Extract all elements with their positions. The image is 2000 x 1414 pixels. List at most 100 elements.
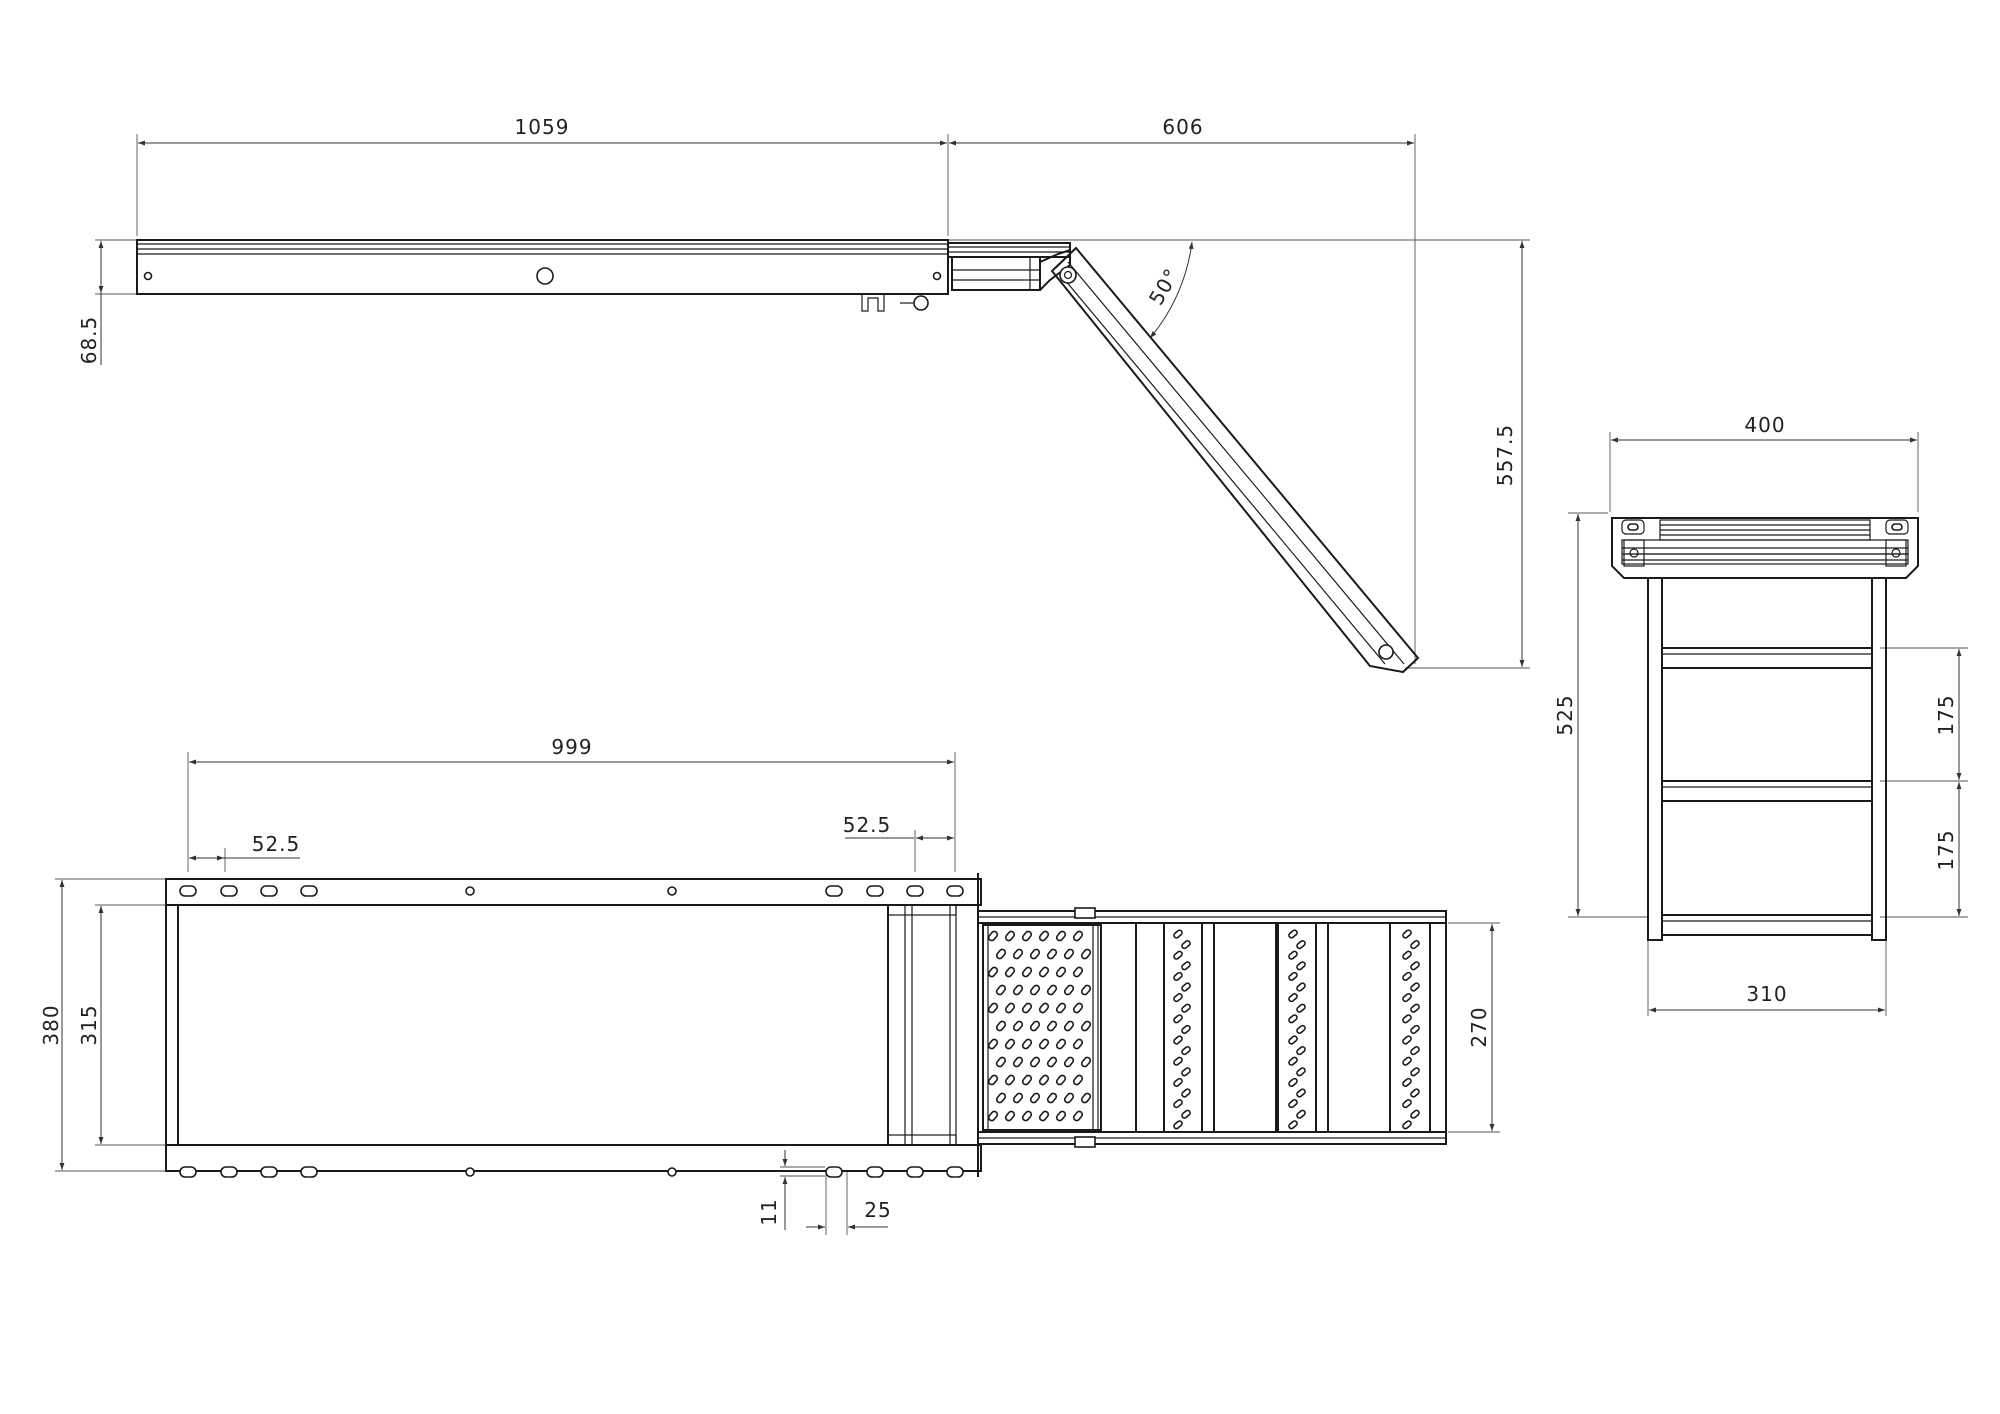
dimension-label: 270 (1467, 1006, 1491, 1047)
dimension-25: 25 (806, 1170, 891, 1235)
perforation (1063, 948, 1075, 960)
perforation (1038, 1038, 1050, 1050)
perforation (1021, 1110, 1033, 1122)
dimension-1059: 1059 (138, 115, 947, 146)
perforation (1181, 1003, 1191, 1013)
perforation (1012, 1092, 1024, 1104)
perforation (1296, 1109, 1306, 1119)
perforation (995, 948, 1007, 960)
perforation (1402, 971, 1412, 981)
perforation (1296, 1046, 1306, 1056)
perforation (1410, 1024, 1420, 1034)
perforation (1181, 961, 1191, 971)
dimension-175-upper: 175 (1934, 649, 1962, 780)
dimension-label: 606 (1162, 115, 1203, 139)
perforation (1410, 961, 1420, 971)
perforation (1173, 1099, 1183, 1109)
perforation (1080, 1020, 1092, 1032)
perforation (1072, 1038, 1084, 1050)
perforation (1181, 1109, 1191, 1119)
side-view: 1059 606 68.5 557.5 50° (77, 115, 1530, 674)
perforation (1410, 1046, 1420, 1056)
dimension-label: 315 (77, 1004, 101, 1045)
perforation (1004, 1038, 1016, 1050)
dimension-label: 557.5 (1493, 424, 1517, 486)
perforation (995, 1056, 1007, 1068)
perforation (1063, 1020, 1075, 1032)
perforation (1029, 948, 1041, 960)
perforation (1029, 1092, 1041, 1104)
end-platform (1611, 517, 1919, 579)
perforation (1012, 948, 1024, 960)
dimension-999: 999 (189, 735, 954, 765)
perforation (1072, 966, 1084, 978)
dimension-label: 52.5 (843, 813, 892, 837)
perforation-grid (987, 930, 1092, 1122)
perforation (1402, 1014, 1412, 1024)
dimension-380: 380 (39, 880, 65, 1170)
perforation (1288, 1035, 1298, 1045)
ladder-leg (1050, 246, 1420, 674)
perforation (1055, 930, 1067, 942)
perforation (1038, 1110, 1050, 1122)
perforation (1173, 993, 1183, 1003)
perforation (1072, 1074, 1084, 1086)
perforation (1288, 971, 1298, 981)
perforation (995, 1092, 1007, 1104)
perforation (1296, 940, 1306, 950)
perforation (987, 1038, 999, 1050)
perforation (1029, 984, 1041, 996)
perforation (1288, 950, 1298, 960)
dimension-label: 11 (757, 1198, 781, 1225)
perforation (1072, 930, 1084, 942)
perforation (1080, 1056, 1092, 1068)
plan-view: 999 52.5 52.5 380 315 270 (39, 735, 1500, 1235)
perforation (1296, 1003, 1306, 1013)
perforation (1181, 1088, 1191, 1098)
dimension-11: 11 (757, 1150, 825, 1230)
dimension-label: 52.5 (252, 832, 301, 856)
perforation (1288, 1077, 1298, 1087)
perforation (1288, 1056, 1298, 1066)
perforation (1296, 1088, 1306, 1098)
perforation (1288, 929, 1298, 939)
step-carriage (947, 242, 1071, 291)
perforation (1063, 1092, 1075, 1104)
perforation (987, 966, 999, 978)
step-perforations (1173, 929, 1420, 1130)
dimension-557-5: 557.5 (1493, 241, 1525, 667)
perforation (1288, 1014, 1298, 1024)
perforation (1173, 1077, 1183, 1087)
perforation (1072, 1110, 1084, 1122)
dimension-52-5-left: 52.5 (189, 832, 301, 861)
perforation (1021, 1038, 1033, 1050)
perforation (1402, 1077, 1412, 1087)
perforation (1004, 966, 1016, 978)
perforation (1063, 984, 1075, 996)
perforation (1004, 1002, 1016, 1014)
plan-hinge (887, 904, 979, 1146)
perforation (1181, 1024, 1191, 1034)
perforation (1402, 1035, 1412, 1045)
perforation (1055, 966, 1067, 978)
perforation (1410, 1003, 1420, 1013)
perforation (1296, 1067, 1306, 1077)
perforation (1012, 1020, 1024, 1032)
perforation (1004, 930, 1016, 942)
perforation (1004, 1110, 1016, 1122)
perforation (1055, 1038, 1067, 1050)
perforation (1402, 950, 1412, 960)
perforation (995, 1020, 1007, 1032)
dimension-label: 525 (1553, 694, 1577, 735)
plan-steps (977, 907, 1447, 1148)
perforation (1046, 984, 1058, 996)
perforation (1055, 1002, 1067, 1014)
perforation (1021, 1074, 1033, 1086)
perforation (1046, 1056, 1058, 1068)
plan-frame (165, 873, 982, 1178)
perforation (1296, 982, 1306, 992)
perforation (1046, 1020, 1058, 1032)
dimension-315: 315 (77, 906, 104, 1144)
perforation (1173, 950, 1183, 960)
perforation (987, 1002, 999, 1014)
